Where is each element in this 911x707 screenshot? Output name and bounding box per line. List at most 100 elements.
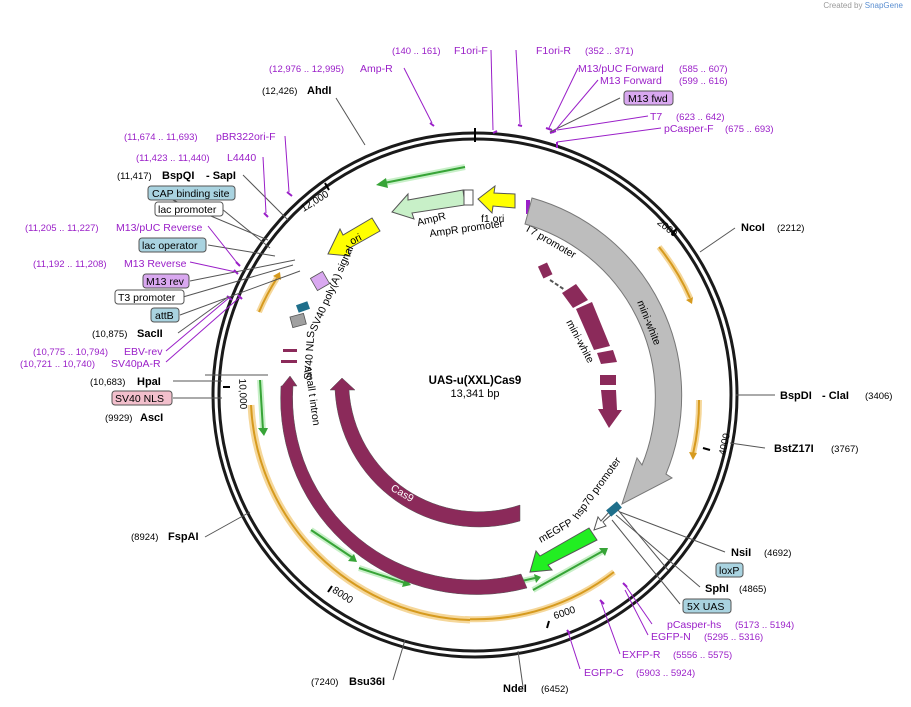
site-bspdi-pos: (3406) [865, 391, 892, 402]
site-ncoi-name: NcoI [741, 222, 765, 234]
site-sphi-pos: (4865) [739, 584, 766, 595]
site-bspdi-name: BspDI [780, 390, 812, 402]
primer-pbr322ori-f-pos: (11,674 .. 11,693) [124, 132, 198, 143]
feature-cas9-inner: Cas9 [329, 377, 521, 528]
primer-f1ori-r-pos: (352 .. 371) [585, 46, 634, 57]
ori-arrow [327, 217, 381, 257]
primer-egfp-n-name: EGFP-N [651, 631, 691, 643]
site-asci-name: AscI [140, 412, 163, 424]
primer-l4440-pos: (11,423 .. 11,440) [136, 153, 210, 164]
primer-t7-pos: (623 .. 642) [676, 112, 725, 123]
restriction-site-labels: (12,426) AhdI (11,417) BspQI - SapI (10,… [90, 85, 892, 695]
box-m13-rev: M13 rev [146, 276, 185, 288]
sv40-nls-marker [283, 349, 297, 352]
primer-pbr322ori-f-name: pBR322ori-F [216, 131, 276, 143]
loxp-marker [606, 501, 622, 517]
mini-white-exon-2 [562, 284, 588, 308]
site-sacii-pos: (10,875) [92, 329, 127, 340]
primer-leaders [165, 49, 662, 670]
site-asci-pos: (9929) [105, 413, 132, 424]
f1-ori-arrow [477, 184, 516, 215]
primer-sv40pa-r-name: SV40pA-R [111, 358, 161, 370]
primer-exfp-r-pos: (5556 .. 5575) [673, 650, 732, 661]
plasmid-name: UAS-u(XXL)Cas9 [429, 375, 522, 387]
feature-f1-ori: f1 ori [477, 184, 516, 225]
site-sacii-name: SacII [137, 328, 163, 340]
orf-arrow-bottom [464, 569, 616, 623]
site-hpai-name: HpaI [137, 376, 161, 388]
primer-m13puc-rev-name: M13/pUC Reverse [116, 222, 203, 234]
f1-ori-label: f1 ori [481, 213, 504, 225]
box-cap-binding-site: CAP binding site [152, 188, 230, 200]
ori-label: ori [348, 232, 364, 248]
primer-pcasper-hs-pos: (5173 .. 5194) [735, 620, 794, 631]
site-bspqi-name: BspQI [162, 170, 194, 182]
small-t-intron-label: small t intron [302, 366, 322, 427]
small-t-intron-marker [281, 360, 297, 363]
site-fspai-pos: (8924) [131, 532, 158, 543]
ampr-arrow [391, 189, 466, 220]
primer-pcasper-f-pos: (675 .. 693) [725, 124, 774, 135]
primer-t7-name: T7 [650, 111, 662, 123]
site-sapi-name: - SapI [206, 170, 236, 182]
watermark-prefix: Created by [823, 1, 863, 10]
feature-hsp70-promoter: hsp70 promoter [571, 455, 624, 531]
site-hpai-pos: (10,683) [90, 377, 125, 388]
site-nsii-name: NsiI [731, 547, 751, 559]
primer-l4440-name: L4440 [227, 152, 256, 164]
primer-m13-rev-pos: (11,192 .. 11,208) [33, 259, 107, 270]
primer-m13-fwd-name: M13 Forward [600, 75, 662, 87]
primer-exfp-r-name: EXFP-R [622, 649, 661, 661]
site-ahdi-pos: (12,426) [262, 86, 297, 97]
site-sphi-name: SphI [705, 583, 729, 595]
primer-m13-rev-name: M13 Reverse [124, 258, 187, 270]
sv40-polya-box [309, 270, 331, 292]
primer-pcasper-f-name: pCasper-F [664, 123, 714, 135]
megfp-arrow [529, 527, 598, 573]
sv40-nls-label: SV40 NLS [302, 330, 317, 380]
mini-white-exon-1 [537, 262, 553, 279]
primer-m13puc-rev-pos: (11,205 .. 11,227) [25, 223, 99, 234]
box-sv40-nls: SV40 NLS [115, 393, 164, 405]
t7-promoter-box [526, 200, 530, 214]
box-lac-promoter: lac promoter [158, 204, 217, 216]
primer-egfp-n-pos: (5295 .. 5316) [704, 632, 763, 643]
primer-egfp-c-pos: (5903 .. 5924) [636, 668, 695, 679]
site-bspqi-pos: (11,417) [117, 171, 152, 182]
site-ndei-name: NdeI [503, 683, 527, 695]
site-clai-name: - ClaI [822, 390, 849, 402]
primer-labels: (140 .. 161) F1ori-F F1ori-R (352 .. 371… [20, 45, 794, 679]
snapgene-watermark: Created by SnapGene [823, 1, 903, 10]
primer-pcasper-hs-name: pCasper-hs [667, 619, 721, 631]
box-attb: attB [155, 310, 174, 322]
primer-ebv-rev-pos: (10,775 .. 10,794) [33, 347, 108, 358]
cas9-inner-arrow [329, 377, 521, 528]
cas9-outer-arrow [280, 375, 528, 595]
mini-white-exon-4 [597, 350, 617, 364]
primer-egfp-c-name: EGFP-C [584, 667, 624, 679]
site-ahdi-name: AhdI [307, 85, 331, 97]
sv40-small-t-box [289, 312, 307, 329]
site-ncoi-pos: (2212) [777, 223, 804, 234]
boxed-labels: M13 fwd CAP binding site lac promoter la… [111, 90, 744, 614]
primer-m13-fwd-pos: (599 .. 616) [679, 76, 728, 87]
site-bstz17i-pos: (3767) [831, 444, 858, 455]
site-nsii-pos: (4692) [764, 548, 791, 559]
box-lac-operator: lac operator [142, 240, 198, 252]
feature-megfp: mEGFP [529, 517, 598, 573]
site-bsu36i-name: Bsu36I [349, 676, 385, 688]
feature-ori: ori [327, 217, 381, 257]
site-ndei-pos: (6452) [541, 684, 568, 695]
attb-marker [295, 301, 311, 313]
box-5x-uas: 5X UAS [687, 601, 724, 613]
orf-arrow-right [656, 245, 693, 300]
primer-amp-r-name: Amp-R [360, 63, 393, 75]
primer-ebv-rev-name: EBV-rev [124, 346, 163, 358]
mini-white-exon-5 [600, 375, 616, 385]
tick-4000: 4000 [717, 432, 732, 456]
primer-f1ori-f-pos: (140 .. 161) [392, 46, 441, 57]
primer-amp-r-pos: (12,976 .. 12,995) [269, 64, 344, 75]
box-m13-fwd: M13 fwd [628, 93, 668, 105]
feature-mini-white-inner: mini-white [537, 262, 622, 428]
